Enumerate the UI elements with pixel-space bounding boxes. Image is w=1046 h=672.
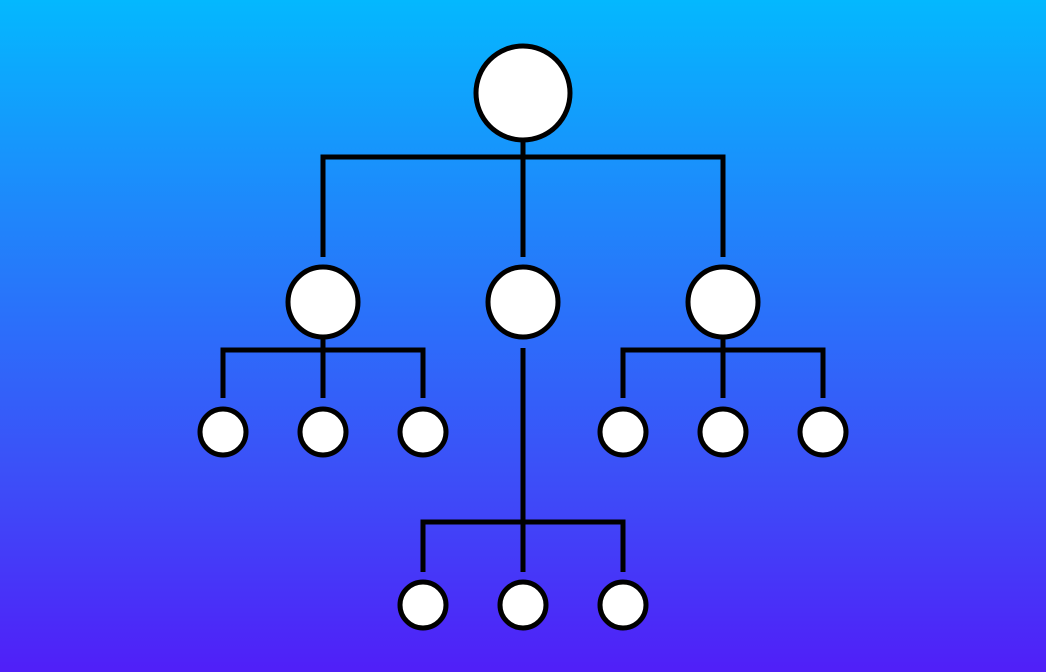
node-right-2 [697,406,749,458]
connectors [220,140,826,572]
node-left-1 [197,406,249,458]
node-root [473,43,573,143]
node-left [285,264,361,340]
node-right [685,264,761,340]
nodes [197,43,849,631]
node-middle-3 [597,579,649,631]
node-middle [485,264,561,340]
node-middle-2 [497,579,549,631]
node-left-3 [397,406,449,458]
node-right-3 [797,406,849,458]
node-middle-1 [397,579,449,631]
node-right-1 [597,406,649,458]
node-left-2 [297,406,349,458]
